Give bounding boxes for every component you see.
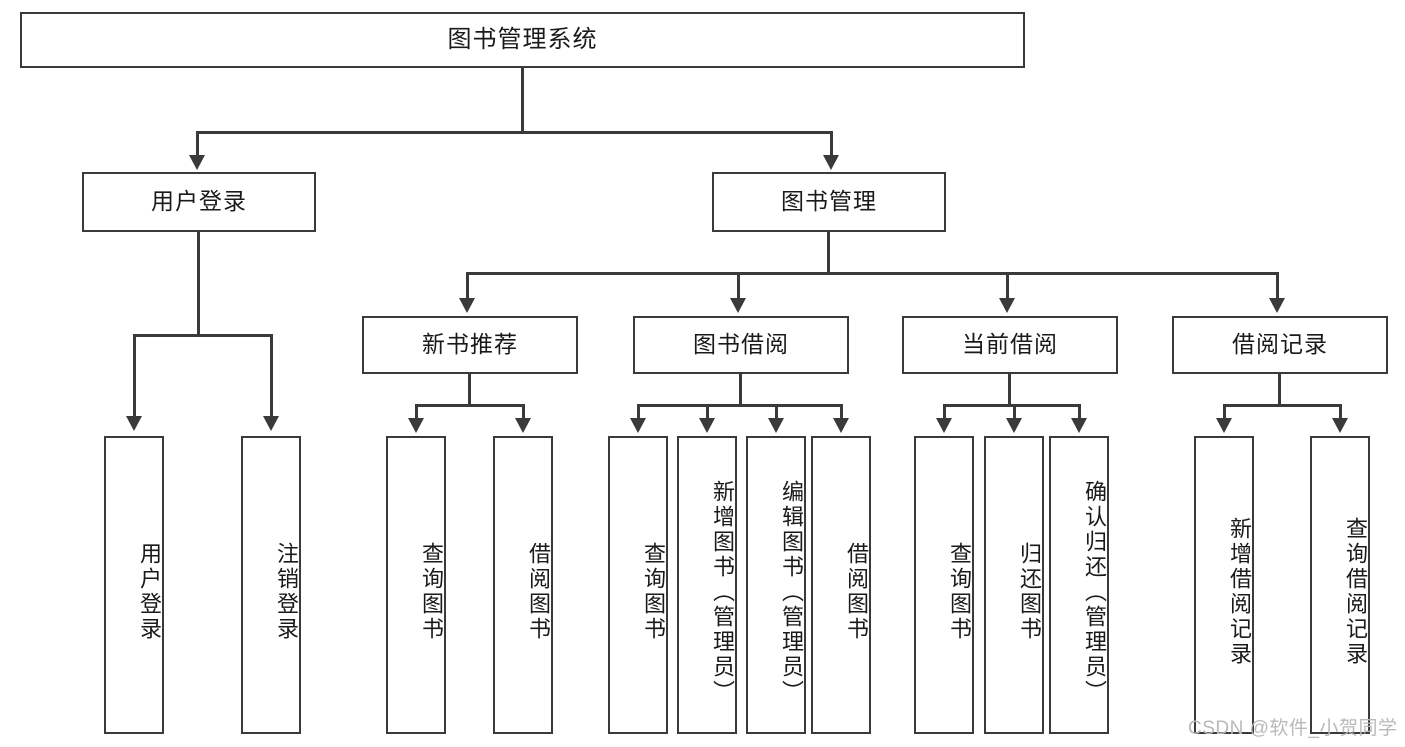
leaf-query-book-current-label: 查询图书 [947,542,972,642]
connector-borrow-bar [637,404,843,407]
node-user-login[interactable]: 用户登录 [82,172,316,232]
leaf-borrow-book-label: 借阅图书 [844,542,869,642]
arrow-borrow-leaf3 [768,418,784,433]
connector-newbook-leaf2 [522,404,525,420]
arrow-newbook-leaf2 [515,418,531,433]
leaf-logout-login[interactable]: 注销登录 [241,436,301,734]
node-root-label: 图书管理系统 [447,25,598,53]
arrow-current-leaf2 [1006,418,1022,433]
leaf-query-borrow-record-label: 查询借阅记录 [1343,517,1368,667]
node-current-borrow-label: 当前借阅 [962,331,1058,358]
leaf-query-book-current[interactable]: 查询图书 [914,436,974,734]
arrow-bookmgmt-to-newbook [459,298,475,313]
leaf-user-login-label: 用户登录 [137,542,162,642]
connector-current-leaf3 [1078,404,1081,420]
connector-records-bar [1223,404,1342,407]
leaf-add-book[interactable]: 新增图书（管理员） [677,436,737,734]
leaf-confirm-return[interactable]: 确认归还（管理员） [1049,436,1109,734]
node-borrow-records[interactable]: 借阅记录 [1172,316,1388,374]
connector-newbook-bar [415,404,525,407]
arrow-bookmgmt-to-records [1269,298,1285,313]
arrow-borrow-leaf4 [833,418,849,433]
leaf-borrow-book-newbook[interactable]: 借阅图书 [493,436,553,734]
arrow-records-leaf1 [1216,418,1232,433]
node-new-book-recommend-label: 新书推荐 [422,331,518,358]
arrow-root-to-login [189,155,205,170]
connector-bookmgmt-to-records [1276,272,1279,300]
leaf-query-book-borrow-label: 查询图书 [641,542,666,642]
connector-root-to-login [196,131,199,157]
connector-current-leaf1 [943,404,946,420]
connector-records-leaf1 [1223,404,1226,420]
connector-borrow-leaf4 [840,404,843,420]
node-book-borrow[interactable]: 图书借阅 [633,316,849,374]
connector-current-bar [943,404,1080,407]
connector-borrow-leaf1 [637,404,640,420]
leaf-return-book-label: 归还图书 [1017,542,1042,642]
connector-login-bar [133,334,270,337]
connector-borrow-leaf2 [706,404,709,420]
arrow-borrow-leaf1 [630,418,646,433]
leaf-edit-book-label: 编辑图书（管理员） [779,479,804,705]
leaf-edit-book[interactable]: 编辑图书（管理员） [746,436,806,734]
arrow-root-to-bookmgmt [823,155,839,170]
connector-records-leaf2 [1339,404,1342,420]
leaf-add-book-label: 新增图书（管理员） [710,479,735,705]
arrow-login-leaf2 [263,416,279,431]
arrow-current-leaf3 [1071,418,1087,433]
connector-records-trunk [1278,374,1281,406]
arrow-newbook-leaf1 [408,418,424,433]
node-new-book-recommend[interactable]: 新书推荐 [362,316,578,374]
node-borrow-records-label: 借阅记录 [1232,331,1328,358]
leaf-query-borrow-record[interactable]: 查询借阅记录 [1310,436,1370,734]
leaf-borrow-book[interactable]: 借阅图书 [811,436,871,734]
leaf-logout-login-label: 注销登录 [274,542,299,642]
connector-borrow-trunk [739,374,742,406]
arrow-login-leaf1 [126,416,142,431]
node-book-management[interactable]: 图书管理 [712,172,946,232]
connector-newbook-trunk [468,374,471,406]
node-book-management-label: 图书管理 [781,188,877,215]
leaf-query-book-newbook[interactable]: 查询图书 [386,436,446,734]
leaf-return-book[interactable]: 归还图书 [984,436,1044,734]
leaf-borrow-book-newbook-label: 借阅图书 [526,542,551,642]
node-book-borrow-label: 图书借阅 [693,331,789,358]
arrow-borrow-leaf2 [699,418,715,433]
leaf-query-book-borrow[interactable]: 查询图书 [608,436,668,734]
connector-root-to-bookmgmt [830,131,833,157]
connector-current-leaf2 [1013,404,1016,420]
arrow-current-leaf1 [936,418,952,433]
connector-current-trunk [1008,374,1011,406]
leaf-confirm-return-label: 确认归还（管理员） [1082,479,1107,705]
arrow-bookmgmt-to-current [999,298,1015,313]
leaf-add-borrow-record-label: 新增借阅记录 [1227,517,1252,667]
connector-bookmgmt-to-newbook [466,272,469,300]
connector-root-bar [196,131,833,134]
connector-newbook-leaf1 [415,404,418,420]
connector-login-trunk [197,232,200,336]
arrow-bookmgmt-to-borrow [730,298,746,313]
node-user-login-label: 用户登录 [151,188,247,215]
connector-bookmgmt-to-borrow [737,272,740,300]
connector-bookmgmt-trunk [827,232,830,274]
connector-bookmgmt-to-current [1006,272,1009,300]
leaf-query-book-newbook-label: 查询图书 [419,542,444,642]
connector-bookmgmt-bar [466,272,1278,275]
connector-root-trunk [521,68,524,133]
arrow-records-leaf2 [1332,418,1348,433]
leaf-user-login[interactable]: 用户登录 [104,436,164,734]
node-root[interactable]: 图书管理系统 [20,12,1025,68]
csdn-watermark: CSDN @软件_小贺同学 [1188,718,1398,739]
leaf-add-borrow-record[interactable]: 新增借阅记录 [1194,436,1254,734]
connector-borrow-leaf3 [775,404,778,420]
connector-login-leaf2 [270,334,273,418]
node-current-borrow[interactable]: 当前借阅 [902,316,1118,374]
connector-login-leaf1 [133,334,136,418]
